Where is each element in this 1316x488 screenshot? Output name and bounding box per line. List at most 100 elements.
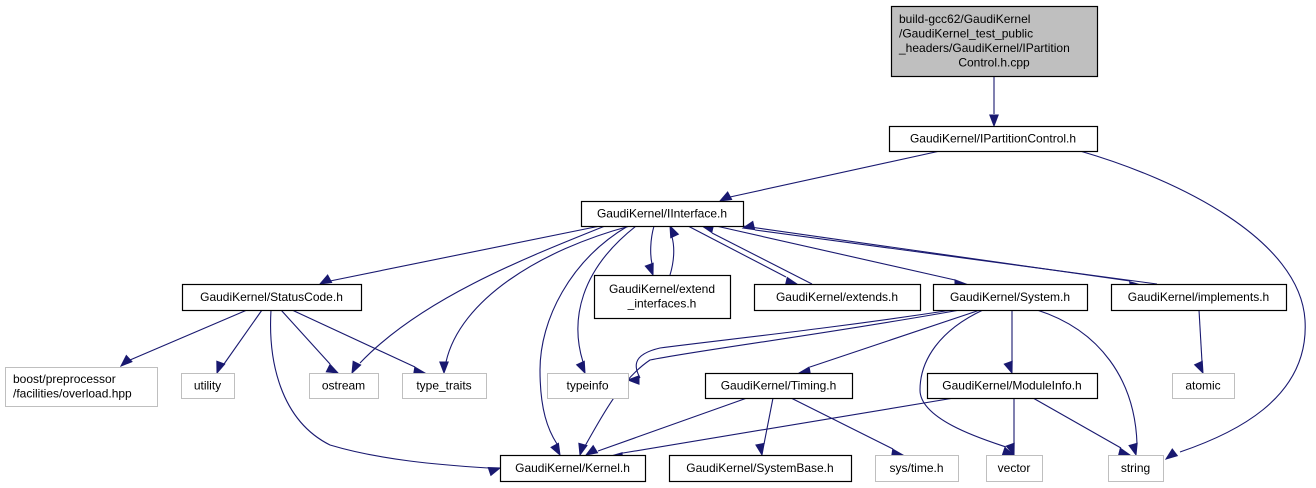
node-system[interactable]: GaudiKernel/System.h	[932, 283, 1089, 312]
edge-iinterface-to-kernel	[539, 225, 629, 457]
node-ipartitioncontrol[interactable]: GaudiKernel/IPartitionControl.h	[888, 125, 1099, 153]
node-typeinfo: typeinfo	[547, 373, 629, 399]
arrowhead-icon	[989, 114, 999, 128]
node-box	[1110, 283, 1288, 312]
node-iinterface[interactable]: GaudiKernel/IInterface.h	[580, 200, 745, 228]
node-timing[interactable]: GaudiKernel/Timing.h	[704, 372, 854, 400]
arrowhead-icon	[669, 224, 680, 239]
edge-line	[754, 229, 1158, 285]
edge-implements-to-atomic	[1193, 309, 1204, 375]
arrowhead-icon	[1164, 448, 1179, 460]
edge-iinterface-to-typeinfo	[575, 225, 637, 375]
arrowhead-icon	[325, 363, 340, 374]
edge-implements-to-iinterface	[741, 220, 1158, 285]
edge-line	[715, 225, 956, 281]
edge-system-to-timing	[797, 309, 981, 376]
node-label: type_traits	[416, 378, 471, 392]
edge-line	[445, 225, 631, 363]
node-moduleinfo[interactable]: GaudiKernel/ModuleInfo.h	[926, 372, 1099, 400]
node-label: GaudiKernel/Kernel.h	[515, 461, 630, 475]
node-label: GaudiKernel/System.h	[950, 290, 1070, 304]
node-label: string	[1121, 461, 1150, 475]
node-ostream: ostream	[309, 373, 379, 399]
arrowhead-icon	[1003, 360, 1013, 375]
arrowhead-icon	[119, 354, 133, 367]
edge-root-to-ipartitioncontrol	[989, 76, 999, 128]
node-extends[interactable]: GaudiKernel/extends.h	[753, 283, 922, 312]
node-root[interactable]: build-gcc62/GaudiKernel/GaudiKernel_test…	[890, 5, 1099, 78]
arrowhead-icon	[626, 375, 640, 385]
edge-line	[711, 232, 813, 285]
node-box	[5, 367, 158, 407]
node-box	[932, 283, 1089, 312]
edge-system-to-typeinfo	[626, 309, 953, 385]
arrowhead-icon	[1005, 442, 1015, 457]
arrowhead-icon	[487, 466, 502, 477]
node-label: GaudiKernel/implements.h	[1128, 290, 1269, 304]
nodes-layer: build-gcc62/GaudiKernel/GaudiKernel_test…	[5, 5, 1288, 483]
edge-timing-to-sys_time	[790, 397, 905, 459]
edge-line	[584, 309, 961, 447]
arrowhead-icon	[1193, 360, 1204, 375]
edge-moduleinfo-to-kernel	[609, 397, 955, 462]
arrowhead-icon	[575, 360, 586, 375]
edge-line	[622, 397, 955, 454]
edge-iinterface-to-extend_interfaces	[644, 225, 655, 277]
arrowhead-icon	[584, 444, 599, 456]
node-vector: vector	[986, 455, 1043, 482]
node-box	[547, 373, 629, 399]
edge-line	[129, 309, 248, 361]
edge-line	[650, 225, 655, 265]
node-extend-interfaces[interactable]: GaudiKernel/extend_interfaces.h	[593, 274, 732, 320]
edge-iinterface-to-type_traits	[439, 225, 631, 375]
edge-line	[1032, 397, 1122, 449]
arrowhead-icon	[741, 220, 756, 231]
node-box	[875, 455, 959, 482]
edge-moduleinfo-to-vector	[1005, 398, 1015, 457]
node-box	[1172, 373, 1235, 399]
arrowhead-icon	[1128, 442, 1138, 457]
node-statuscode[interactable]: GaudiKernel/StatusCode.h	[181, 283, 363, 312]
edge-statuscode-to-ostream	[280, 309, 340, 374]
edge-timing-to-systembase	[755, 397, 774, 457]
node-systembase[interactable]: GaudiKernel/SystemBase.h	[668, 454, 853, 483]
edge-line	[539, 225, 629, 445]
edge-line	[1198, 309, 1203, 363]
edge-line	[280, 309, 331, 365]
edge-line	[291, 309, 416, 368]
node-label: Control.h.cpp	[958, 56, 1030, 70]
arrowhead-icon	[578, 442, 588, 457]
edge-line	[687, 225, 787, 278]
edge-statuscode-to-kernel	[270, 309, 502, 477]
edge-line	[635, 309, 953, 379]
edge-system-to-kernel	[578, 309, 961, 457]
edge-line	[329, 225, 601, 282]
node-label: GaudiKernel/extend	[609, 282, 715, 296]
edge-system-to-string	[1036, 309, 1138, 457]
node-label: GaudiKernel/StatusCode.h	[200, 290, 343, 304]
node-label: /GaudiKernel_test_public	[899, 27, 1033, 41]
edge-line	[270, 309, 489, 469]
edge-statuscode-to-utility	[216, 309, 263, 375]
edge-ipartitioncontrol-to-string	[1079, 150, 1306, 460]
edge-line	[577, 225, 637, 363]
edge-line	[669, 236, 675, 276]
node-box	[580, 200, 745, 228]
edge-line	[809, 309, 981, 368]
node-label: GaudiKernel/Timing.h	[721, 378, 837, 392]
node-sys-time: sys/time.h	[875, 455, 959, 482]
node-box	[402, 373, 487, 399]
node-label: ostream	[322, 378, 365, 392]
edges-layer	[119, 76, 1306, 477]
edge-line	[763, 397, 774, 445]
node-box	[704, 372, 854, 400]
arrowhead-icon	[644, 262, 654, 277]
node-kernel[interactable]: GaudiKernel/Kernel.h	[499, 454, 647, 483]
node-label: GaudiKernel/ModuleInfo.h	[942, 378, 1081, 392]
node-implements[interactable]: GaudiKernel/implements.h	[1110, 283, 1288, 312]
node-box	[1108, 455, 1164, 482]
edge-line	[359, 225, 606, 364]
node-label: _interfaces.h	[627, 297, 697, 311]
edge-statuscode-to-boost_overload	[119, 309, 248, 367]
arrowhead-icon	[216, 360, 226, 375]
